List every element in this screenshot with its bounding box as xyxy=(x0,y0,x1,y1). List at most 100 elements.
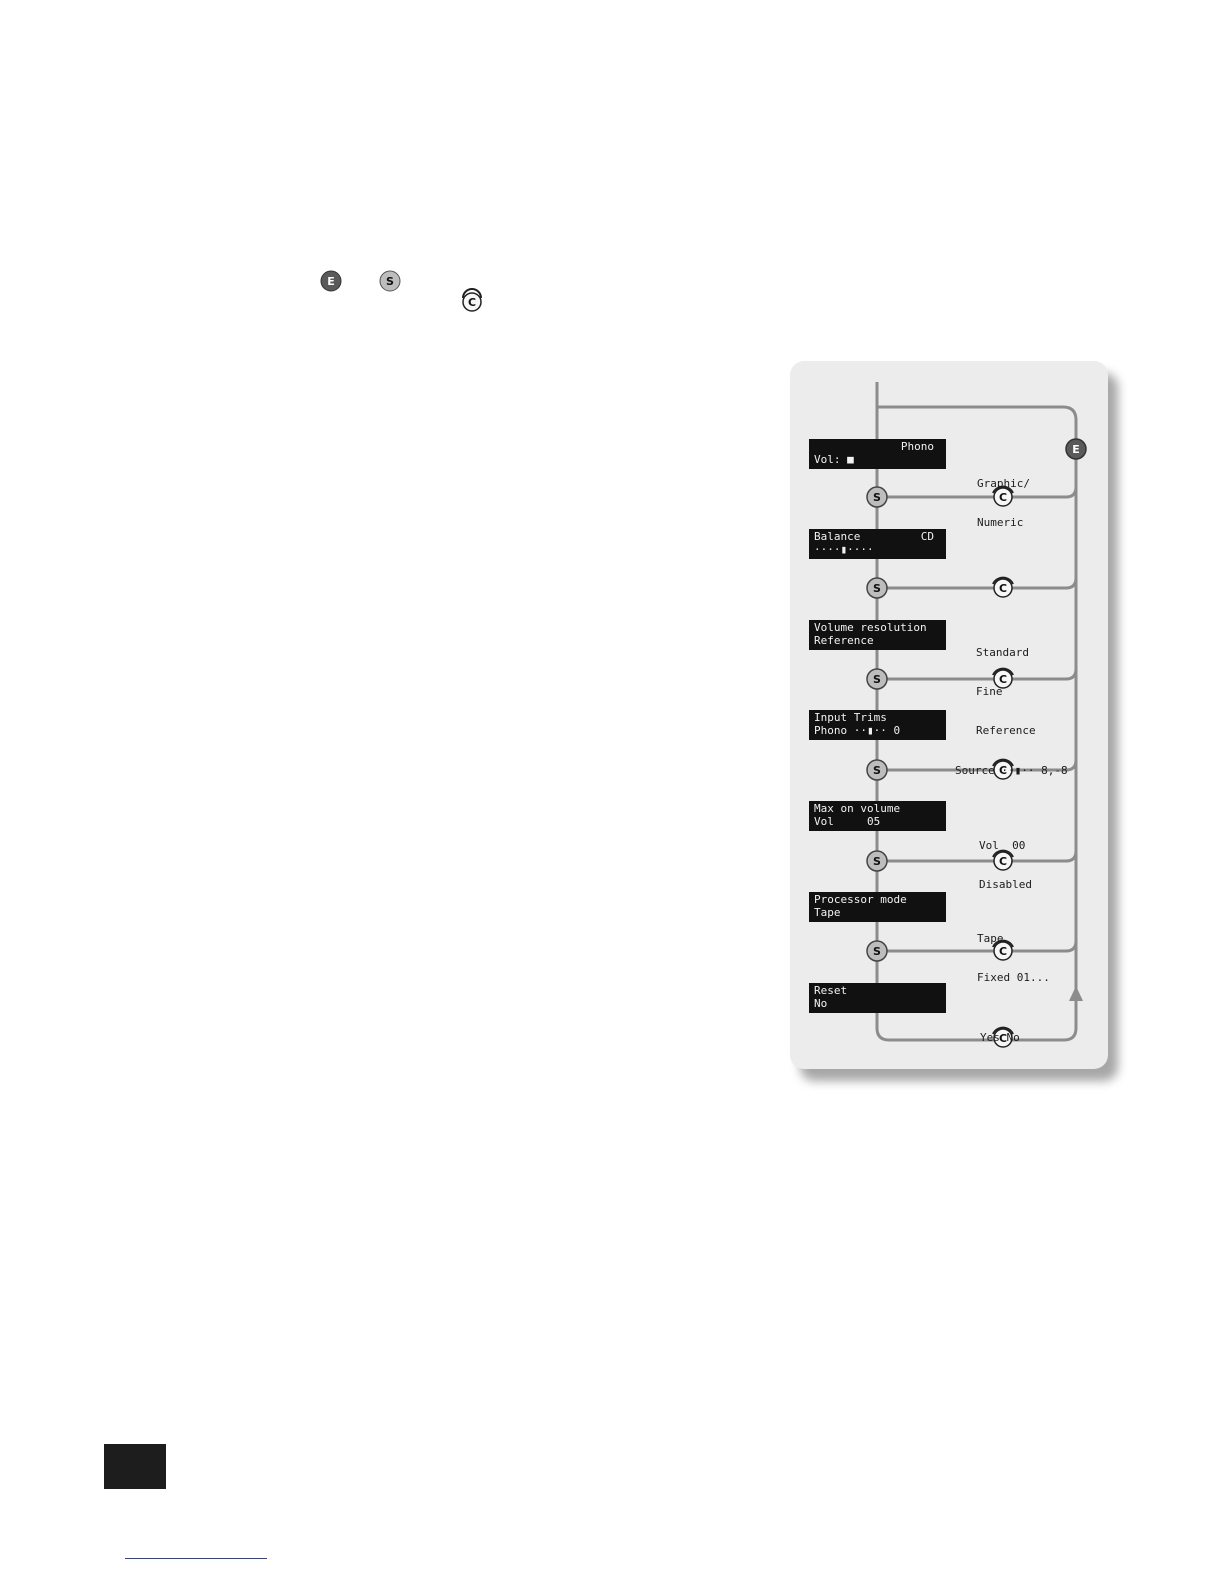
c-inline-label: C xyxy=(468,296,476,309)
c-knob-arc xyxy=(992,576,1014,585)
s-button-circle xyxy=(866,759,888,781)
c-knob-label: C xyxy=(999,1032,1007,1045)
lcd-line2: Phono ··▮·· 0 xyxy=(814,724,901,737)
lcd-line2: ····▮···· xyxy=(814,543,874,556)
lcd-line2: Vol: ■ xyxy=(814,453,854,466)
flow-nodes: S S S S S S E C C C C C C C xyxy=(866,438,1087,1048)
lcd-line2: Tape xyxy=(814,906,841,919)
options-processor-mode: Tape Fixed 01... xyxy=(977,906,1050,997)
c-knob-arc xyxy=(992,667,1014,676)
s-button-label: S xyxy=(873,491,881,504)
option-text: Vol 00 xyxy=(979,839,1026,852)
e-button-inline-icon: E xyxy=(320,270,342,292)
e-button-circle xyxy=(1065,438,1087,460)
c-knob-circle xyxy=(993,578,1013,598)
c-knob-icon: C xyxy=(992,485,1014,507)
s-button-circle xyxy=(866,940,888,962)
c-knob-arc xyxy=(992,758,1014,767)
c-knob-label: C xyxy=(999,582,1007,595)
option-text: Source ··▮·· 8,-8 xyxy=(955,764,1068,777)
up-arrow-icon xyxy=(1069,986,1083,1001)
s-button-icon: S xyxy=(866,940,888,962)
s-button-label: S xyxy=(873,855,881,868)
option-text: Disabled xyxy=(979,878,1032,891)
branch-line-4 xyxy=(877,759,1078,772)
branch-line-2 xyxy=(877,577,1078,590)
c-knob-icon: C xyxy=(992,849,1014,871)
lcd-line2: Vol 05 xyxy=(814,815,881,828)
options-reset: Yes No xyxy=(980,1005,1020,1057)
lcd-line1: Processor mode xyxy=(814,893,907,906)
lcd-line2: No xyxy=(814,997,828,1010)
c-knob-label: C xyxy=(999,764,1007,777)
c-knob-icon: C xyxy=(992,667,1014,689)
options-input-trims: Source ··▮·· 8,-8 xyxy=(955,738,1068,790)
option-text: Yes No xyxy=(980,1031,1020,1044)
option-text: Fine xyxy=(976,685,1003,698)
branch-line-6 xyxy=(877,940,1078,953)
option-text: Reference xyxy=(976,724,1036,737)
c-knob-circle xyxy=(993,851,1013,871)
s-button-icon: S xyxy=(866,759,888,781)
s-inline-label: S xyxy=(386,275,394,288)
lcd-screen-balance: Balance CD ····▮···· xyxy=(809,529,946,559)
e-button-label: E xyxy=(1072,443,1080,456)
footer-link-underline[interactable] xyxy=(125,1558,267,1559)
lcd-line1: Balance xyxy=(814,530,861,543)
lcd-screen-processor-mode: Processor mode Tape xyxy=(809,892,946,922)
s-button-label: S xyxy=(873,945,881,958)
main-flow-line xyxy=(875,382,1078,1042)
option-text: Fixed 01... xyxy=(977,971,1050,984)
s-button-label: S xyxy=(873,673,881,686)
options-max-on-volume: Vol 00 Disabled xyxy=(979,813,1032,904)
c-knob-label: C xyxy=(999,945,1007,958)
e-button-icon: E xyxy=(1065,438,1087,460)
s-button-icon: S xyxy=(866,486,888,508)
s-button-circle xyxy=(866,668,888,690)
page-number-tab xyxy=(104,1444,166,1489)
lcd-source: Phono xyxy=(900,440,934,453)
s-button-inline-icon: S xyxy=(379,270,401,292)
c-knob-arc xyxy=(992,485,1014,494)
lcd-screen-volume: Phono Vol: ■ xyxy=(809,439,946,469)
branch-line-1 xyxy=(877,486,1078,499)
branch-line-3 xyxy=(877,668,1078,681)
c-knob-circle xyxy=(993,941,1013,961)
option-text: Tape xyxy=(977,932,1004,945)
c-knob-arc xyxy=(992,849,1014,858)
c-knob-icon: C xyxy=(992,939,1014,961)
lcd-line2: Reference xyxy=(814,634,874,647)
lcd-screen-reset: Reset No xyxy=(809,983,946,1013)
s-button-icon: S xyxy=(866,850,888,872)
c-knob-circle xyxy=(993,487,1013,507)
s-button-icon: S xyxy=(866,577,888,599)
c-knob-arc xyxy=(992,1026,1014,1035)
option-text: Standard xyxy=(976,646,1029,659)
s-button-icon: S xyxy=(866,668,888,690)
flow-lines xyxy=(875,382,1083,1042)
option-text: Graphic/ xyxy=(977,477,1030,490)
s-button-label: S xyxy=(873,764,881,777)
s-button-circle xyxy=(866,486,888,508)
lcd-line1: Volume resolution xyxy=(814,621,927,634)
option-text: Numeric xyxy=(977,516,1024,529)
c-knob-arc xyxy=(992,939,1014,948)
lcd-source: CD xyxy=(920,530,934,543)
c-knob-icon: C xyxy=(992,1026,1014,1048)
e-inline-label: E xyxy=(327,275,335,288)
lcd-screen-input-trims: Input Trims Phono ··▮·· 0 xyxy=(809,710,946,740)
lcd-screen-volume-resolution: Volume resolution Reference xyxy=(809,620,946,650)
c-knob-icon: C xyxy=(992,576,1014,598)
s-button-circle xyxy=(866,850,888,872)
branch-line-5 xyxy=(877,850,1078,863)
options-volume-resolution: Standard Fine Reference xyxy=(976,620,1036,750)
lcd-line1: Max on volume xyxy=(814,802,901,815)
c-knob-label: C xyxy=(999,673,1007,686)
c-knob-circle xyxy=(993,1028,1013,1048)
c-knob-circle xyxy=(993,669,1013,689)
options-display-mode: Graphic/ Numeric xyxy=(977,451,1030,542)
lcd-screen-max-on-volume: Max on volume Vol 05 xyxy=(809,801,946,831)
c-knob-icon: C xyxy=(992,758,1014,780)
lcd-line1: Input Trims xyxy=(814,711,887,724)
